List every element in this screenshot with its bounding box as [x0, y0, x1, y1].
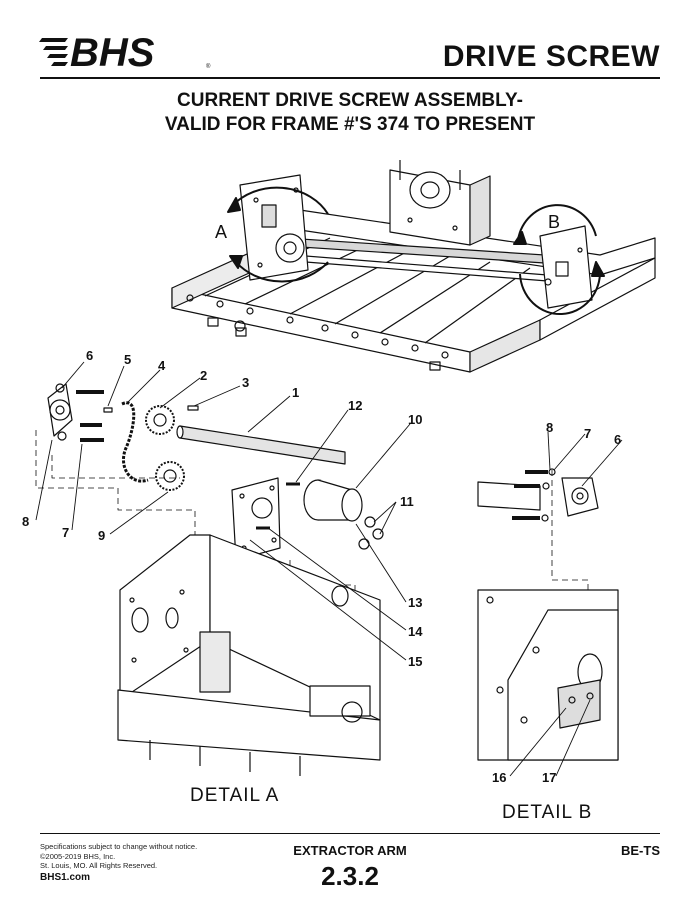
callout-b-8: 8 — [546, 420, 553, 435]
callout-12: 12 — [348, 398, 362, 413]
callout-16: 16 — [492, 770, 506, 785]
detail-b-frame — [477, 589, 619, 761]
footer-notice: Specifications subject to change without… — [40, 842, 198, 851]
page-number: 2.3.2 — [321, 861, 379, 891]
rotation-arrow-a — [227, 186, 329, 283]
footer-legal: Specifications subject to change without… — [40, 842, 197, 871]
assembly-heading-line1: CURRENT DRIVE SCREW ASSEMBLY- — [177, 90, 523, 111]
callout-4: 4 — [158, 358, 166, 373]
callout-3: 3 — [242, 375, 249, 390]
document-code: BE-TS — [621, 843, 660, 858]
footer-address: St. Louis, MO. All Rights Reserved. — [40, 861, 158, 870]
callout-b-7: 7 — [584, 426, 591, 441]
detail-b-parts — [477, 468, 599, 522]
callout-14: 14 — [408, 624, 423, 639]
overview-end-plate-b — [539, 225, 593, 309]
rotation-arrow-b — [513, 204, 605, 316]
callout-10: 10 — [408, 412, 422, 427]
overview-frame — [171, 209, 656, 373]
overview-carriage — [389, 160, 491, 246]
callout-1: 1 — [292, 385, 299, 400]
callout-17: 17 — [542, 770, 556, 785]
detail-a-parts — [47, 383, 384, 561]
footer-website: BHS1.com — [40, 872, 91, 883]
callout-b-6: 6 — [614, 432, 621, 447]
footer-copyright: ©2005-2019 BHS, Inc. — [40, 851, 116, 861]
callout-9: 9 — [98, 528, 105, 543]
brand-text: BHS — [70, 31, 155, 72]
callout-13: 13 — [408, 595, 422, 610]
view-label-a: A — [215, 222, 227, 242]
callout-15: 15 — [408, 654, 422, 669]
section-name: EXTRACTOR ARM — [293, 843, 407, 858]
callout-8: 8 — [22, 514, 29, 529]
header-rule — [40, 77, 660, 79]
callout-2: 2 — [200, 368, 207, 383]
overview-end-plate-a — [239, 174, 309, 281]
callout-6: 6 — [86, 348, 93, 363]
bhs-logo: BHS ® — [39, 31, 211, 72]
callout-5: 5 — [124, 352, 131, 367]
assembly-heading-line2: VALID FOR FRAME #'S 374 TO PRESENT — [164, 114, 536, 135]
footer-rule — [40, 833, 660, 834]
callout-7: 7 — [62, 525, 69, 540]
detail-a-label: DETAIL A — [190, 785, 280, 806]
detail-b-label: DETAIL B — [502, 802, 593, 823]
leader-lines — [35, 361, 623, 777]
view-label-b: B — [548, 212, 560, 232]
page-title: DRIVE SCREW — [442, 40, 660, 73]
assembly-drawing: A B — [22, 160, 656, 785]
callout-labels: 6 5 4 2 3 1 12 10 11 8 7 9 13 14 15 8 7 … — [22, 348, 621, 785]
svg-text:®: ® — [206, 63, 211, 70]
callout-11: 11 — [400, 494, 414, 509]
detail-a-frame — [117, 534, 381, 776]
